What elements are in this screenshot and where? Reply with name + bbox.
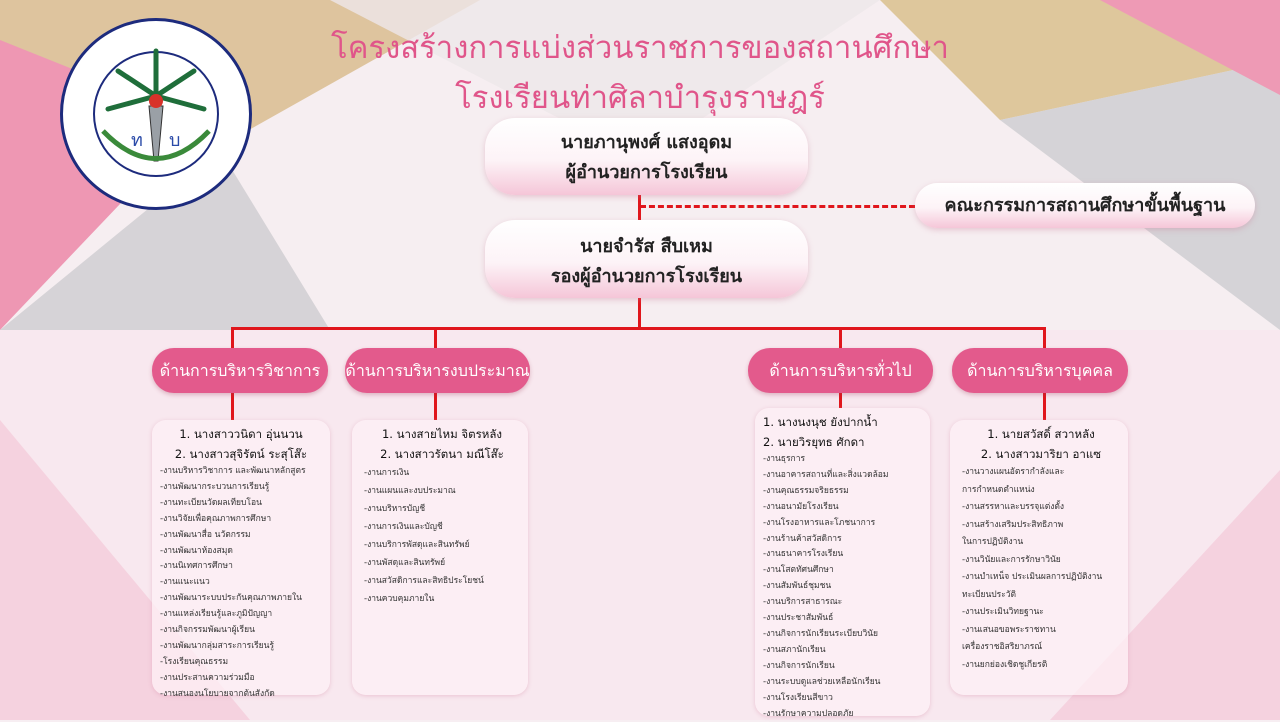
task-item: -งานอนามัยโรงเรียน: [763, 500, 922, 516]
deputy-position: รองผู้อำนวยการโรงเรียน: [485, 262, 808, 292]
director-name: นายภานุพงศ์ แสงอุดม: [485, 128, 808, 158]
task-item: -งานควบคุมภายใน: [364, 590, 520, 608]
personnel-task-list: 1. นายสวัสดิ์ สวาหลัง 2. นางสาวมาริยา อา…: [950, 420, 1128, 695]
task-item: -งานสรรหาและบรรจุแต่งตั้ง: [962, 499, 1120, 517]
head-2: 2. นางสาวมาริยา อาแซ: [962, 444, 1120, 464]
dept-general: ด้านการบริหารทั่วไป: [748, 348, 933, 393]
task-item: -งานกิจการนักเรียนระเบียบวินัย: [763, 627, 922, 643]
task-item: -งานการเงิน: [364, 464, 520, 482]
title-line-1: โครงสร้างการแบ่งส่วนราชการของสถานศึกษา: [300, 22, 980, 72]
task-item: -โรงเรียนคุณธรรม: [160, 655, 322, 671]
task-item: -งานบริการพัสดุและสินทรัพย์: [364, 536, 520, 554]
task-item: -งานกิจการนักเรียน: [763, 659, 922, 675]
task-item: -งานบริหารวิชาการ และพัฒนาหลักสูตร: [160, 464, 322, 480]
task-item: -งานประเมินวิทยฐานะ: [962, 604, 1120, 622]
deputy-box: นายจำรัส สืบเหม รองผู้อำนวยการโรงเรียน: [485, 220, 808, 298]
svg-text:บ: บ: [169, 130, 180, 151]
task-item: -งานพัฒนากลุ่มสาระการเรียนรู้: [160, 639, 322, 655]
task-item: -งานโรงเรียนสีขาว: [763, 691, 922, 707]
task-item: -งานสวัสดิการและสิทธิประโยชน์: [364, 572, 520, 590]
task-item: -งานยกย่องเชิดชูเกียรติ: [962, 657, 1120, 675]
task-item: -งานสร้างเสริมประสิทธิภาพ: [962, 517, 1120, 535]
head-1: 1. นางสายไหม จิตรหลัง: [364, 424, 520, 444]
title-line-2: โรงเรียนท่าศิลาบำรุงราษฎร์: [300, 72, 980, 122]
connector-line: [232, 327, 1046, 330]
dept-personnel: ด้านการบริหารบุคคล: [952, 348, 1128, 393]
task-item: -งานบำเหน็จ ประเมินผลการปฏิบัติงาน: [962, 569, 1120, 587]
head-2: 2. นายวิรยุทธ ศักดา: [763, 432, 922, 452]
task-item: -งานบริหารบัญชี: [364, 500, 520, 518]
task-item: -งานร้านค้าสวัสดิการ: [763, 532, 922, 548]
task-item: -งานทะเบียนวัดผลเทียบโอน: [160, 496, 322, 512]
task-item: -งานธุรการ: [763, 452, 922, 468]
director-position: ผู้อำนวยการโรงเรียน: [485, 158, 808, 188]
task-item: -งานวิจัยเพื่อคุณภาพการศึกษา: [160, 512, 322, 528]
committee-dashed-link: [640, 205, 915, 208]
task-item: -งานอาคารสถานที่และสิ่งแวดล้อม: [763, 468, 922, 484]
task-item: -งานกิจกรรมพัฒนาผู้เรียน: [160, 623, 322, 639]
task-item: -งานแหล่งเรียนรู้และภูมิปัญญา: [160, 607, 322, 623]
budget-task-list: 1. นางสายไหม จิตรหลัง 2. นางสาวรัตนา มณี…: [352, 420, 528, 695]
task-item: -งานการเงินและบัญชี: [364, 518, 520, 536]
task-item: -งานสนองนโยบายจากต้นสังกัด: [160, 687, 322, 703]
task-item: -งานเสนอขอพระราชทาน: [962, 622, 1120, 640]
connector-line: [638, 195, 641, 220]
task-item: -งานโสตทัศนศึกษา: [763, 563, 922, 579]
director-box: นายภานุพงศ์ แสงอุดม ผู้อำนวยการโรงเรียน: [485, 118, 808, 195]
task-item: -งานพัฒนาระบบประกันคุณภาพภายใน: [160, 591, 322, 607]
school-logo: ท บ: [60, 18, 252, 210]
task-item: -งานบริการสาธารณะ: [763, 595, 922, 611]
general-task-list: 1. นางนงนุช ยังปากน้ำ 2. นายวิรยุทธ ศักด…: [755, 408, 930, 716]
task-item: -งานสภานักเรียน: [763, 643, 922, 659]
task-item: -งานพัฒนาสื่อ นวัตกรรม: [160, 528, 322, 544]
dept-budget: ด้านการบริหารงบประมาณ: [345, 348, 530, 393]
task-item: -งานธนาคารโรงเรียน: [763, 547, 922, 563]
committee-box: คณะกรรมการสถานศึกษาขั้นพื้นฐาน: [915, 183, 1255, 228]
committee-label: คณะกรรมการสถานศึกษาขั้นพื้นฐาน: [915, 191, 1255, 221]
task-item: -งานประสานความร่วมมือ: [160, 671, 322, 687]
head-1: 1. นายสวัสดิ์ สวาหลัง: [962, 424, 1120, 444]
task-item: -งานโรงอาหารและโภชนาการ: [763, 516, 922, 532]
task-item: -งานพัฒนาห้องสมุด: [160, 544, 322, 560]
task-item: -งานพัสดุและสินทรัพย์: [364, 554, 520, 572]
task-item: -งานระบบดูแลช่วยเหลือนักเรียน: [763, 675, 922, 691]
dept-academic: ด้านการบริหารวิชาการ: [152, 348, 328, 393]
task-item: เครื่องราชอิสริยาภรณ์: [962, 639, 1120, 657]
head-2: 2. นางสาวสุจิรัตน์ ระสุโส๊ะ: [160, 444, 322, 464]
academic-task-list: 1. นางสาววนิดา อุ่นนวน 2. นางสาวสุจิรัตน…: [152, 420, 330, 695]
task-item: การกำหนดตำแหน่ง: [962, 482, 1120, 500]
task-item: -งานพัฒนากระบวนการเรียนรู้: [160, 480, 322, 496]
task-item: -งานวางแผนอัตรากำลังและ: [962, 464, 1120, 482]
svg-text:ท: ท: [131, 130, 143, 151]
task-item: ทะเบียนประวัติ: [962, 587, 1120, 605]
task-item: -งานนิเทศการศึกษา: [160, 559, 322, 575]
deputy-name: นายจำรัส สืบเหม: [485, 232, 808, 262]
task-item: -งานวินัยและการรักษาวินัย: [962, 552, 1120, 570]
task-item: -งานประชาสัมพันธ์: [763, 611, 922, 627]
connector-line: [638, 298, 641, 328]
task-item: -งานแนะแนว: [160, 575, 322, 591]
task-item: -งานแผนและงบประมาณ: [364, 482, 520, 500]
task-item: -งานคุณธรรมจริยธรรม: [763, 484, 922, 500]
task-item: ในการปฏิบัติงาน: [962, 534, 1120, 552]
head-1: 1. นางสาววนิดา อุ่นนวน: [160, 424, 322, 444]
head-2: 2. นางสาวรัตนา มณีโส๊ะ: [364, 444, 520, 464]
task-item: -งานสัมพันธ์ชุมชน: [763, 579, 922, 595]
head-1: 1. นางนงนุช ยังปากน้ำ: [763, 412, 922, 432]
